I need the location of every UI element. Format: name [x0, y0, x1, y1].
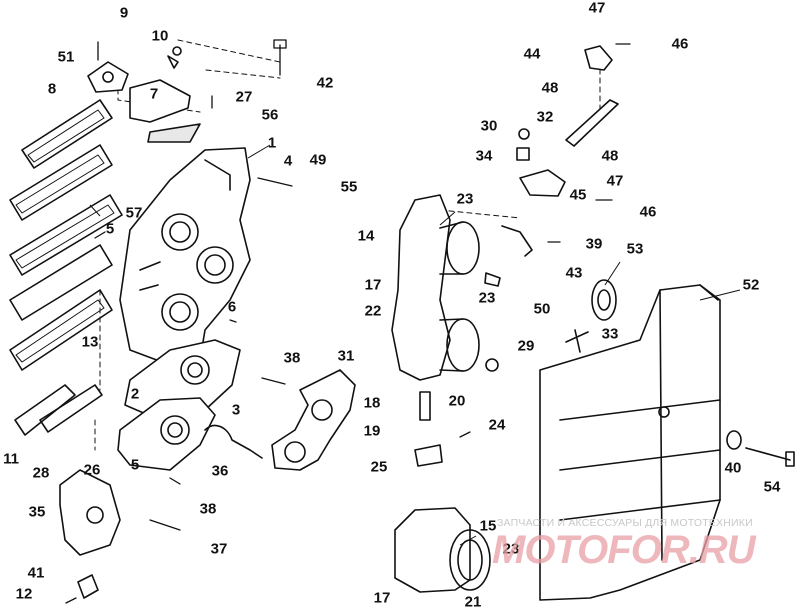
callout-25: 25 [370, 458, 388, 476]
callout-28: 28 [32, 464, 50, 482]
carb-body-14 [391, 194, 480, 381]
callout-5-upper: 5 [105, 220, 115, 238]
callout-46-upper: 46 [671, 35, 689, 53]
callout-47-lower: 47 [606, 172, 624, 190]
callout-22: 22 [364, 302, 382, 320]
callout-35: 35 [28, 503, 46, 521]
callout-42: 42 [316, 74, 334, 92]
callout-1: 1 [267, 134, 277, 152]
callout-34: 34 [475, 147, 493, 165]
callout-24: 24 [488, 416, 506, 434]
callout-14: 14 [357, 227, 375, 245]
callout-46-lower: 46 [639, 203, 657, 221]
gasket-57-stack [9, 99, 123, 371]
callout-6: 6 [227, 298, 237, 316]
callout-40: 40 [724, 459, 742, 477]
callout-9: 9 [119, 4, 129, 22]
callout-53: 53 [626, 240, 644, 258]
callout-5-lower: 5 [130, 456, 140, 474]
callout-30: 30 [480, 117, 498, 135]
callout-49: 49 [309, 151, 327, 169]
callout-43: 43 [565, 264, 583, 282]
callout-38-lower: 38 [199, 500, 217, 518]
callout-45: 45 [569, 186, 587, 204]
callout-11: 11 [3, 450, 19, 468]
callout-15: 15 [479, 517, 497, 535]
callout-27: 27 [235, 88, 253, 106]
carb-body-1 [119, 147, 251, 366]
watermark-logo: MOTOFOR.RU [492, 528, 756, 572]
callout-48-lower: 48 [601, 147, 619, 165]
watermark-caption: ЗАПЧАСТИ И АКСЕССУАРЫ ДЛЯ МОТОТЕХНИКИ [497, 517, 753, 529]
callout-12: 12 [15, 585, 33, 603]
callout-47-upper: 47 [588, 0, 606, 17]
callout-10: 10 [151, 27, 169, 45]
callout-23-upper: 23 [456, 190, 474, 208]
callout-54: 54 [763, 478, 781, 496]
callout-33: 33 [601, 325, 619, 343]
callout-31: 31 [337, 347, 355, 365]
callout-20: 20 [448, 392, 466, 410]
callout-19: 19 [363, 422, 381, 440]
callout-52: 52 [742, 276, 760, 294]
callout-36: 36 [211, 462, 229, 480]
carb-body-2 [117, 339, 241, 471]
callout-44: 44 [523, 45, 541, 63]
callout-55: 55 [340, 178, 358, 196]
callout-18: 18 [363, 394, 381, 412]
callout-50: 50 [533, 300, 551, 318]
callout-32: 32 [536, 108, 554, 126]
callout-29: 29 [517, 337, 535, 355]
callout-23-middle: 23 [478, 289, 496, 307]
callout-2: 2 [130, 385, 140, 403]
callout-41: 41 [27, 564, 45, 582]
airbox-52 [539, 284, 721, 601]
callout-4: 4 [283, 152, 293, 170]
callout-38-upper: 38 [283, 349, 301, 367]
callout-3: 3 [231, 401, 241, 419]
callout-13: 13 [81, 333, 99, 351]
callout-51: 51 [57, 48, 75, 66]
callout-56: 56 [261, 106, 279, 124]
callout-26: 26 [83, 461, 101, 479]
callout-8: 8 [47, 80, 57, 98]
callout-23-lower: 23 [502, 540, 520, 558]
callout-17-lower: 17 [373, 589, 391, 607]
callout-57: 57 [125, 204, 143, 222]
callout-17-upper: 17 [364, 276, 382, 294]
callout-39: 39 [585, 235, 603, 253]
callout-37: 37 [210, 540, 228, 558]
callout-48-upper: 48 [541, 79, 559, 97]
callout-7: 7 [149, 85, 159, 103]
callout-21: 21 [464, 593, 482, 611]
